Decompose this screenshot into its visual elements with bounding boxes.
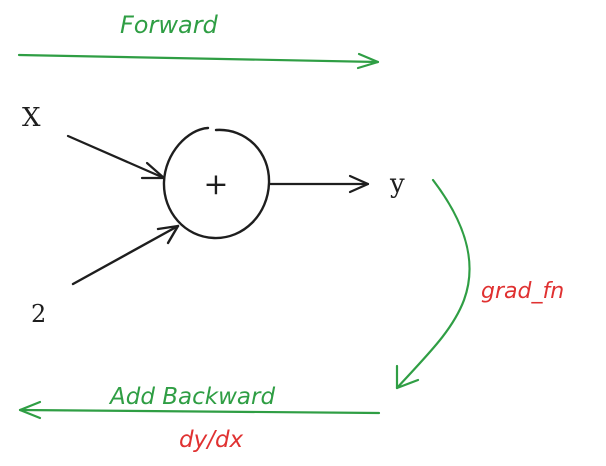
grad-fn-label: grad_fn <box>481 279 564 304</box>
add-node-circle <box>162 126 271 240</box>
edge-add-to-y <box>268 174 370 194</box>
input-2-label: 2 <box>31 300 46 328</box>
add-operator-node: + <box>162 126 271 240</box>
forward-arrow <box>17 52 380 70</box>
edge-x-to-add <box>66 134 166 180</box>
output-y-label: y <box>389 169 405 199</box>
forward-label: Forward <box>120 11 219 39</box>
input-x-label: X <box>22 103 41 133</box>
backward-label: Add Backward <box>108 384 275 410</box>
edge-2-to-add <box>71 224 180 286</box>
backward-arrow <box>18 400 381 420</box>
derivative-label: dy/dx <box>179 427 244 453</box>
grad-fn-arrow <box>395 178 471 390</box>
add-operator-symbol: + <box>203 167 228 202</box>
